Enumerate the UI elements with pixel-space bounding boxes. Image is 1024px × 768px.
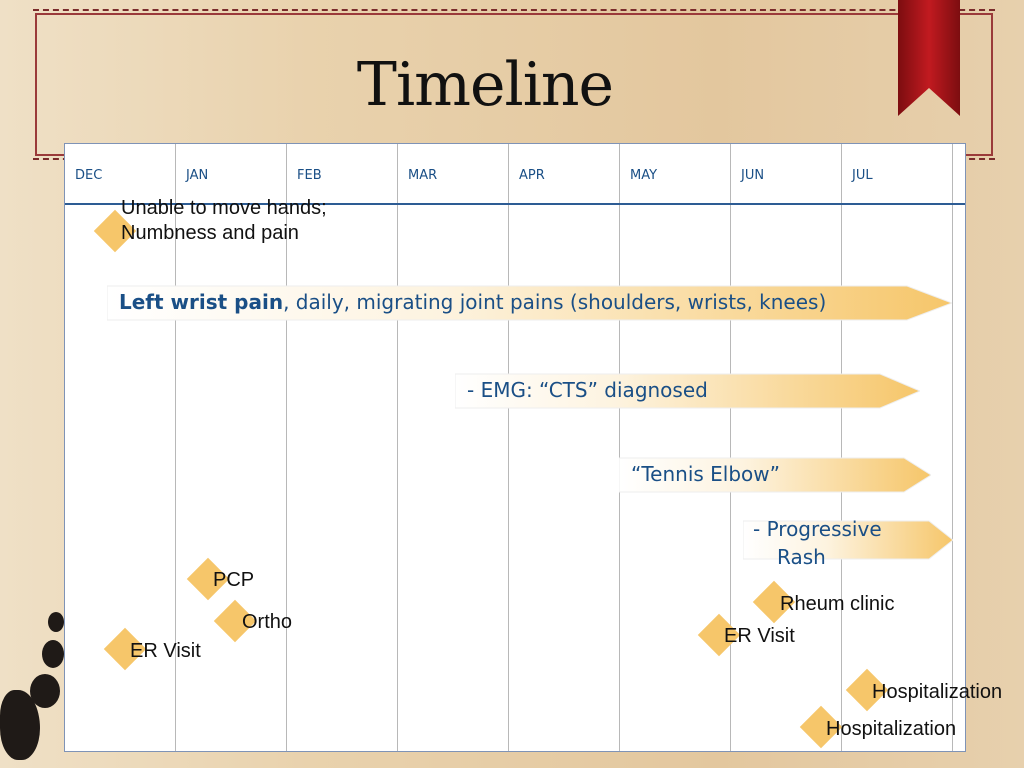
paw-print-decoration — [0, 690, 40, 760]
event-hospitalization-2: Hospitalization — [826, 718, 957, 740]
timeline-panel: DEC JAN FEB MAR APR MAY JUN JUL Left wri… — [64, 143, 1002, 752]
bar-tennis-elbow-label: “Tennis Elbow” — [631, 462, 781, 486]
event-hospitalization-1: Hospitalization — [872, 681, 1003, 703]
bookmark-ribbon-icon — [896, 0, 962, 118]
month-feb: FEB — [297, 168, 322, 183]
month-jan: JAN — [186, 168, 209, 183]
month-jun: JUN — [741, 168, 765, 183]
month-may: MAY — [630, 168, 658, 183]
bar-emg: - EMG: “CTS” diagnosed — [455, 372, 920, 410]
bar-left-wrist-pain: Left wrist pain, daily, migrating joint … — [107, 284, 952, 322]
paw-print-decoration — [42, 640, 64, 668]
event-er-visit-1: ER Visit — [130, 640, 201, 662]
bar-left-wrist-pain-rest: , daily, migrating joint pains (shoulder… — [283, 290, 827, 314]
bar-tennis-elbow: “Tennis Elbow” — [619, 456, 931, 494]
event-unable-line1: Unable to move hands; — [121, 197, 327, 219]
event-pcp: PCP — [213, 569, 255, 591]
paw-print-decoration — [30, 674, 60, 708]
timeline-axis — [65, 203, 965, 205]
month-dec: DEC — [75, 168, 103, 183]
bar-rash-line2: Rash — [777, 545, 826, 569]
event-unable-line2: Numbness and pain — [121, 222, 299, 244]
month-apr: APR — [519, 168, 545, 183]
page-title: Timeline — [356, 50, 614, 120]
bar-left-wrist-pain-bold: Left wrist pain — [119, 290, 284, 314]
event-ortho: Ortho — [242, 611, 293, 633]
bar-progressive-rash: - Progressive Rash — [743, 517, 953, 569]
paw-print-decoration — [48, 612, 64, 632]
event-rheum-clinic: Rheum clinic — [780, 593, 895, 615]
event-er-visit-2: ER Visit — [724, 625, 795, 647]
bar-emg-label: - EMG: “CTS” diagnosed — [467, 378, 708, 402]
bar-rash-line1: - Progressive — [753, 517, 882, 541]
month-mar: MAR — [408, 168, 438, 183]
month-jul: JUL — [852, 168, 873, 183]
